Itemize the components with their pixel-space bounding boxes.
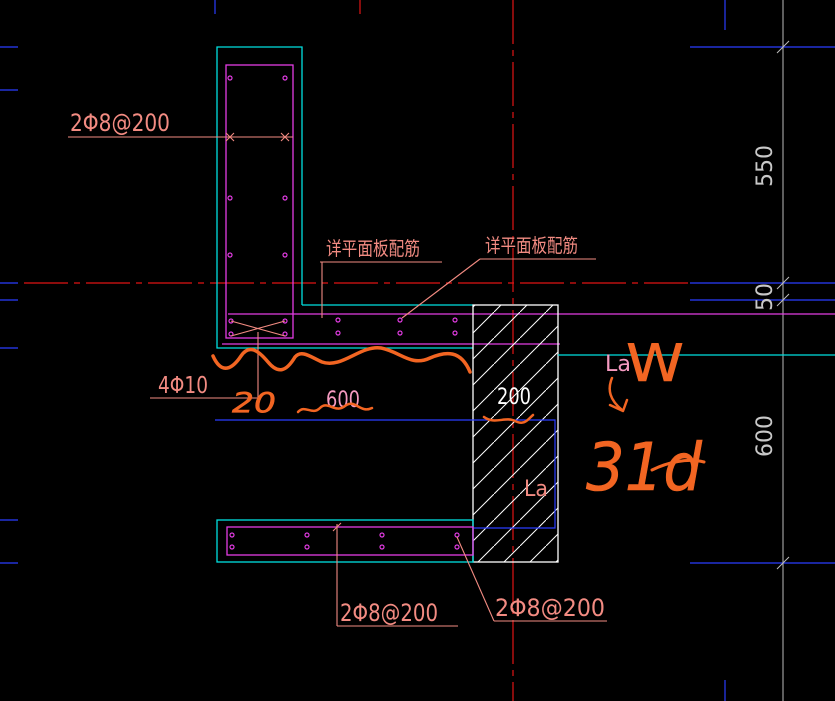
dimension-tick: [776, 276, 790, 290]
rebar-dot: [282, 252, 288, 258]
right-slab: La: [558, 352, 835, 377]
wall-outline: [216, 46, 473, 349]
column-hatch: [473, 305, 558, 562]
rebar-dot: [282, 75, 288, 81]
rebar-dot: [227, 195, 233, 201]
leader-line: [456, 536, 495, 622]
rebar-dot: [454, 532, 460, 538]
markup-arrow: [608, 376, 629, 413]
slab-width-label: 600: [326, 388, 360, 413]
dimension-middle: 50: [753, 283, 778, 311]
leader-tick: [225, 132, 235, 142]
rebar-dot: [304, 544, 310, 550]
rebar-dot: [397, 330, 403, 336]
rebar-dot: [229, 544, 235, 550]
markup-note-w: W: [626, 334, 684, 394]
markup-wavy-line: [211, 346, 472, 374]
dimension-tick: [776, 556, 790, 570]
column: 200 La: [215, 304, 559, 563]
leader-tick: [332, 522, 342, 532]
slab-note-right-callout: 详平面板配筋: [401, 235, 596, 319]
dimension-lower: 600: [753, 415, 778, 457]
rebar-dot: [335, 317, 341, 323]
markup-note-anchor-length: 31d: [586, 429, 703, 506]
column-outline: [472, 304, 559, 563]
bottom-rebar-right-callout: 2Φ8@200: [456, 536, 607, 622]
rebar-dot: [229, 532, 235, 538]
bottom-rebar-left-callout: 2Φ8@200: [332, 522, 458, 627]
rebar-dot: [227, 75, 233, 81]
dimension-chain: 550 50 600: [753, 0, 790, 701]
dimension-tick: [776, 293, 790, 307]
rebar-dot: [379, 532, 385, 538]
column-anchor-label: La: [524, 477, 548, 502]
rebar-dot: [397, 317, 403, 323]
slab-note-left: 详平面板配筋: [326, 238, 420, 260]
leader-line: [401, 258, 481, 319]
markup-underline-600: [296, 402, 374, 414]
column-anchor-bar: [215, 419, 556, 529]
bottom-rebar-left-label: 2Φ8@200: [340, 599, 438, 627]
wall-rebar-callout: 2Φ8@200: [68, 109, 293, 142]
wall-rebar-label: 2Φ8@200: [70, 109, 170, 137]
upper-wall: [216, 46, 835, 349]
wall-rebar-cage: [225, 64, 294, 339]
anchor-label-right: La: [605, 352, 631, 377]
bottom-slab-rebar: [226, 526, 474, 556]
bottom-slab: [216, 519, 474, 563]
rebar-dot: [379, 544, 385, 550]
corner-bars-callout: 4Φ10: [150, 332, 259, 399]
markup-strike: [650, 458, 706, 472]
rebar-dot: [454, 544, 460, 550]
rebar-dot: [304, 532, 310, 538]
leader-tick: [280, 132, 290, 142]
rebar-dot: [452, 317, 458, 323]
rebar-dot: [282, 195, 288, 201]
bottom-rebar-right-label: 2Φ8@200: [495, 594, 605, 622]
slab-note-right: 详平面板配筋: [485, 235, 578, 257]
hand-markup: 20 W 31d: [211, 334, 706, 506]
bottom-slab-outline: [216, 519, 474, 563]
markup-underline-200: [482, 413, 535, 424]
rebar-dot: [227, 252, 233, 258]
markup-note-wall-width: 20: [232, 386, 276, 419]
rebar-dot: [335, 330, 341, 336]
corner-bar-cross: [230, 320, 286, 337]
dimension-upper: 550: [753, 145, 778, 187]
slab-note-left-callout: 详平面板配筋: [320, 238, 442, 318]
rebar-dot: [452, 330, 458, 336]
dimension-tick: [776, 40, 790, 54]
corner-bars-label: 4Φ10: [158, 373, 208, 399]
column-width-label: 200: [497, 385, 531, 410]
